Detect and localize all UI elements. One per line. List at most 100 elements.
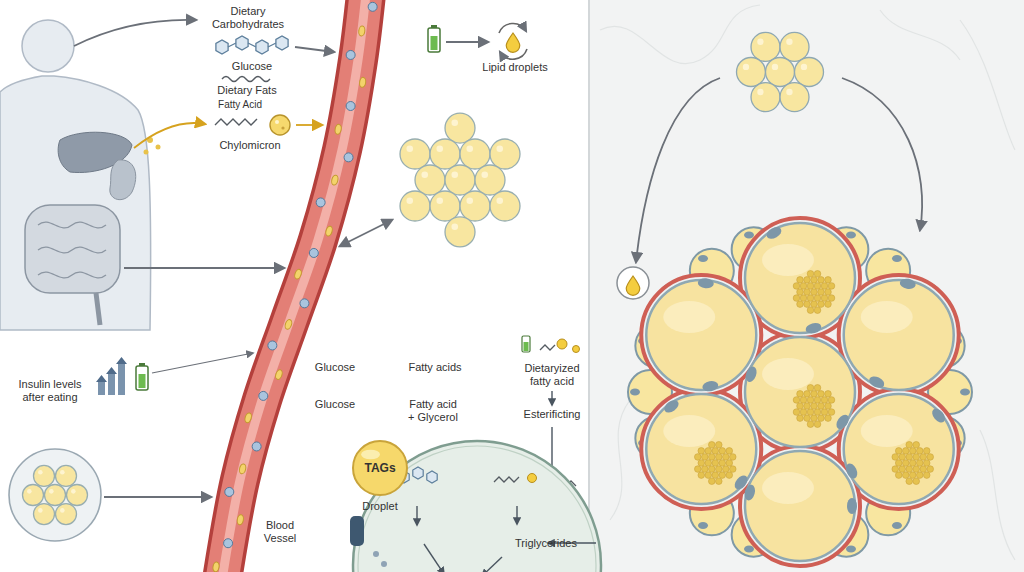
adipocyte-cluster-small	[751, 32, 780, 61]
droplet-outline	[482, 557, 502, 572]
adipose-tissue	[807, 307, 814, 314]
tissue-arrows	[842, 78, 922, 230]
adipose-tissue	[797, 277, 804, 284]
droplet-icon	[617, 267, 649, 299]
adipose-tissue	[825, 415, 832, 422]
node-text: Glucose	[315, 398, 355, 411]
adipose-tissue	[825, 301, 832, 308]
adipose-tissue	[694, 454, 701, 461]
adipose-tissue	[804, 403, 811, 410]
adipose-tissue	[662, 398, 681, 415]
adipocyte-cluster	[415, 165, 445, 195]
adipose-tissue	[818, 391, 825, 398]
adipose-tissue	[923, 448, 930, 455]
adipose-tissue	[719, 472, 726, 479]
blood-vessel	[358, 26, 365, 37]
adipose-tissue	[892, 454, 899, 461]
adipose-tissue	[818, 277, 825, 284]
adipose-tissue	[902, 448, 909, 455]
adipocyte-cluster-small	[27, 489, 32, 494]
glucose-molecule	[216, 36, 288, 54]
droplet-outline	[373, 551, 379, 557]
panel-texture	[980, 430, 1015, 560]
adipocyte-cluster	[451, 223, 458, 230]
adipose-tissue	[646, 280, 756, 390]
adipocyte-cluster	[451, 119, 458, 126]
adipose-tissue	[719, 460, 726, 467]
adipose-tissue	[839, 275, 959, 395]
adipose-tissue	[804, 277, 811, 284]
intake-arrows	[124, 267, 284, 269]
adipocyte-cluster	[496, 145, 503, 152]
blood-vessel	[274, 369, 283, 380]
energy-icons	[428, 23, 527, 59]
adipocyte-cluster	[475, 165, 505, 195]
adipose-tissue	[641, 275, 761, 395]
human-silhouette	[110, 160, 136, 200]
droplet-outline	[353, 441, 407, 495]
adipose-tissue	[641, 389, 761, 509]
text-label: Dietary Fats	[217, 84, 276, 97]
adipose-tissue	[828, 295, 835, 302]
adipose-tissue	[927, 466, 934, 473]
adipose-tissue	[916, 448, 923, 455]
energy-icons	[506, 33, 520, 52]
process-arrows	[551, 391, 552, 405]
adipose-tissue	[765, 225, 784, 242]
adipocyte-cluster-small	[786, 89, 792, 95]
adipose-tissue	[804, 301, 811, 308]
adipose-tissue	[797, 289, 804, 296]
fat-icons	[215, 119, 257, 125]
adipocyte-cluster	[421, 171, 428, 178]
adipose-tissue	[797, 301, 804, 308]
adipose-tissue	[920, 454, 927, 461]
adipose-tissue	[923, 472, 930, 479]
adipose-tissue	[906, 442, 913, 449]
adipose-tissue	[743, 484, 757, 502]
adipose-tissue	[807, 385, 814, 392]
adipose-tissue	[920, 466, 927, 473]
text-label: Blood Vessel	[258, 519, 302, 545]
human-silhouette	[0, 20, 161, 330]
adipocyte-cluster-small	[34, 465, 55, 486]
adipose-tissue	[811, 289, 818, 296]
blood-vessel	[225, 487, 234, 496]
glucose-molecule	[276, 36, 288, 50]
adipose-tissue	[814, 385, 821, 392]
adipocyte-cluster	[400, 139, 430, 169]
intake-arrows	[295, 47, 334, 52]
adipose-tissue	[844, 394, 954, 504]
glucose-molecule	[236, 36, 248, 50]
blood-vessel	[212, 0, 377, 572]
adipocyte-cluster-small	[743, 64, 749, 70]
fatty-acid-icons	[524, 342, 529, 351]
adipose-tissue	[821, 295, 828, 302]
blood-vessel	[284, 319, 293, 330]
intake-arrows	[152, 353, 253, 373]
adipose-tissue	[811, 391, 818, 398]
adipose-tissue	[811, 415, 818, 422]
adipose-tissue	[705, 472, 712, 479]
adipose-tissue	[909, 460, 916, 467]
adipose-tissue	[745, 223, 855, 333]
adipose-tissue	[663, 415, 715, 447]
process-arrows	[551, 391, 552, 477]
adipocyte-cluster-small	[23, 485, 44, 506]
glucose-molecule	[248, 43, 256, 47]
adipose-tissue	[800, 283, 807, 290]
adipose-tissue	[793, 295, 800, 302]
adipose-tissue	[923, 460, 930, 467]
adipose-tissue	[821, 283, 828, 290]
adipose-tissue	[708, 478, 715, 485]
blood-vessel	[344, 153, 353, 162]
adipose-tissue	[708, 442, 715, 449]
adipocyte-cluster	[445, 113, 475, 143]
adipocyte-cluster-small	[60, 508, 65, 513]
adipose-tissue	[814, 307, 821, 314]
blood-vessel	[294, 268, 303, 279]
text-label: Esterificting	[524, 408, 581, 421]
insulin-icons	[96, 357, 127, 382]
adipose-tissue	[762, 244, 814, 276]
adipose-tissue	[715, 478, 722, 485]
adipose-tissue	[744, 232, 754, 239]
